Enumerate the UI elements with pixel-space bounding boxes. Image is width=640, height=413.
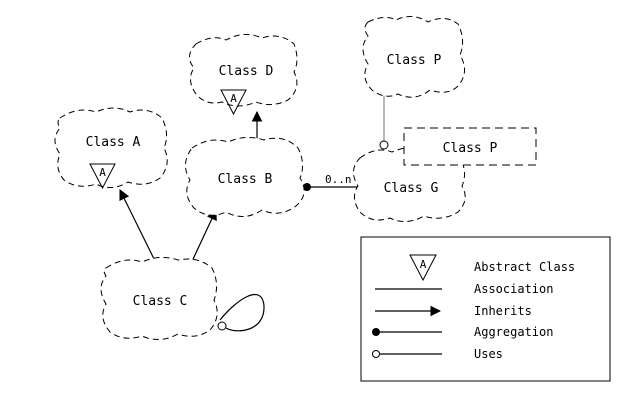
class-a-label: Class A <box>86 135 141 150</box>
class-p-top: Class P <box>362 16 465 98</box>
class-a: Class A A <box>54 107 168 190</box>
legend: A Abstract Class Association Inherits Ag… <box>360 236 611 382</box>
legend-uses-circle <box>372 350 380 358</box>
class-d-label: Class D <box>219 64 274 79</box>
class-p-box: Class P <box>403 127 537 166</box>
legend-abstract-label: Abstract Class <box>474 260 575 274</box>
uses-self-loop-c <box>219 294 265 332</box>
uses-circle-c <box>217 321 227 331</box>
class-b-label: Class B <box>218 172 273 187</box>
inherits-c-to-a <box>119 189 158 266</box>
legend-uses-label: Uses <box>474 347 503 361</box>
legend-inherits-label: Inherits <box>474 304 532 318</box>
legend-aggregation-dot <box>372 328 380 336</box>
legend-abstract-marker: A <box>420 258 427 271</box>
abstract-marker-d: A <box>230 92 237 105</box>
class-b: Class B <box>185 136 305 217</box>
legend-abstract-icon: A <box>409 254 437 282</box>
multiplicity-label: 0..n <box>325 173 352 186</box>
abstract-class-icon: A <box>220 89 247 116</box>
class-p-top-label: Class P <box>387 53 442 68</box>
class-c-label: Class C <box>133 294 188 309</box>
legend-aggregation-label: Aggregation <box>474 325 553 339</box>
class-d: Class D A <box>189 34 298 116</box>
uses-circle-g <box>379 140 389 150</box>
aggregation-diamond-b <box>303 183 311 191</box>
abstract-class-icon: A <box>89 163 116 190</box>
abstract-marker-a: A <box>99 166 106 179</box>
class-c: Class C <box>100 256 218 340</box>
class-p-box-label: Class P <box>443 141 498 156</box>
class-g-label: Class G <box>384 181 439 196</box>
legend-association-label: Association <box>474 282 553 296</box>
